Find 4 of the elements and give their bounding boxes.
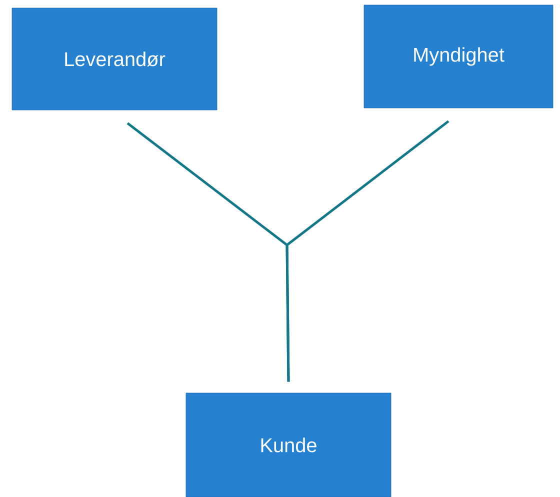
process-box: Myndighet	[364, 4, 554, 108]
process-box: Kunde	[186, 392, 392, 497]
process-box: Leverandør	[12, 8, 218, 110]
connector-line	[286, 120, 450, 382]
